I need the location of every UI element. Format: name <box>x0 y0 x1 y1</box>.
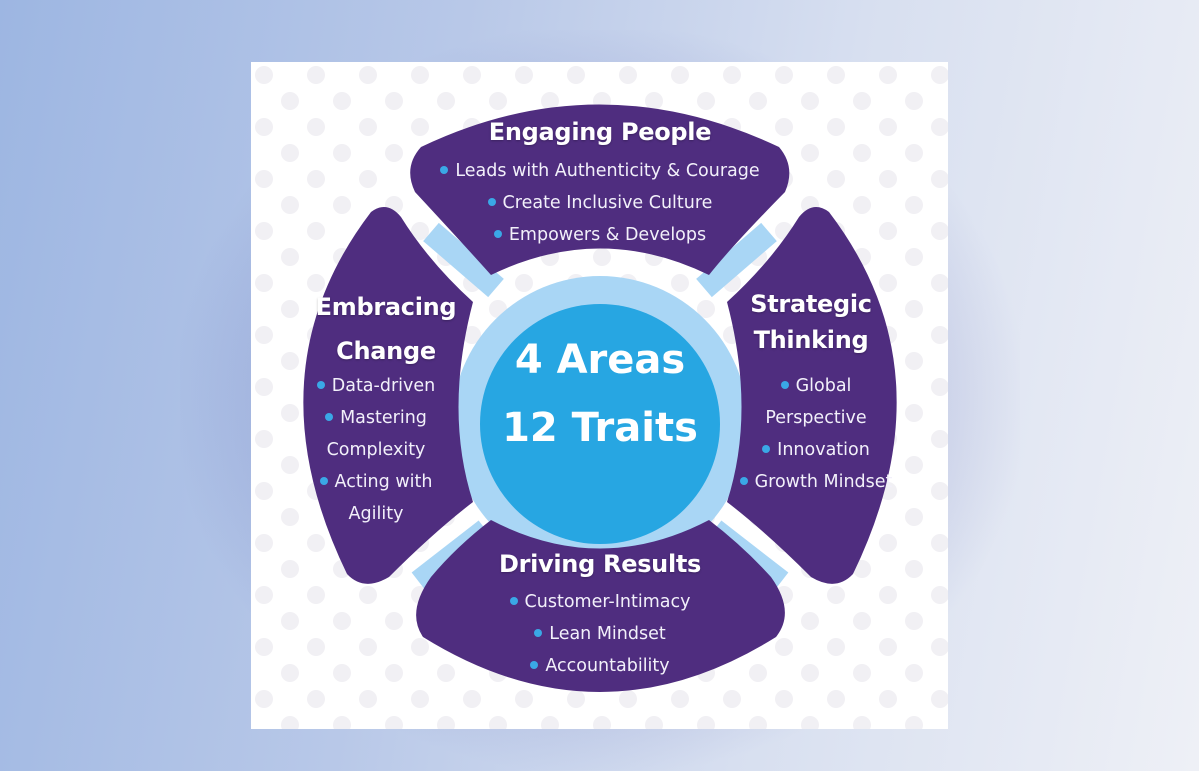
four-areas-diagram <box>303 104 897 692</box>
trait-item: Acting with <box>291 466 461 498</box>
area-title-driving-results: Driving Results <box>498 550 702 578</box>
trait-list-embracing-change: Data-driven Mastering Complexity Acting … <box>291 370 461 530</box>
trait-item: Accountability <box>450 650 750 682</box>
trait-list-strategic-thinking: Global Perspective Innovation Growth Min… <box>721 370 911 498</box>
bullet-dot <box>319 477 328 485</box>
trait-item-continued: Perspective <box>765 408 867 428</box>
bullet-dot <box>780 381 789 389</box>
connector-top-right <box>696 222 777 298</box>
trait-item: Data-driven <box>291 370 461 402</box>
petal-embracing-change <box>303 207 473 584</box>
center-areas-count: 4 Areas <box>514 337 686 383</box>
bullet-dot <box>487 198 496 206</box>
petal-driving-results <box>416 520 785 692</box>
bullet-dot <box>762 445 771 453</box>
trait-item-continued: Agility <box>348 504 404 524</box>
trait-list-engaging-people: Leads with Authenticity & Courage Create… <box>400 155 800 251</box>
diagram-card: 4 Areas 12 Traits Engaging People Leads … <box>251 62 948 729</box>
trait-item: Empowers & Develops <box>400 219 800 251</box>
area-title-strategic-thinking: Strategic Thinking <box>750 290 872 354</box>
bullet-dot <box>739 477 748 485</box>
bullet-dot <box>534 629 543 637</box>
bullet-dot <box>493 230 502 238</box>
trait-item: Leads with Authenticity & Courage <box>400 155 800 187</box>
petal-strategic-thinking <box>727 207 897 584</box>
trait-item-continued: Complexity <box>326 440 426 460</box>
bullet-dot <box>530 661 539 669</box>
bullet-dot <box>316 381 325 389</box>
trait-list-driving-results: Customer-Intimacy Lean Mindset Accountab… <box>450 586 750 682</box>
bullet-dot <box>325 413 334 421</box>
trait-item: Mastering <box>291 402 461 434</box>
bullet-dot <box>440 166 449 174</box>
petal-engaging-people <box>410 104 790 275</box>
trait-item: Global <box>721 370 911 402</box>
trait-item: Create Inclusive Culture <box>400 187 800 219</box>
center-traits-count: 12 Traits <box>502 405 698 451</box>
area-title-embracing-change: Embracing Change <box>315 293 457 365</box>
bullet-dot <box>509 597 518 605</box>
trait-item: Innovation <box>721 434 911 466</box>
trait-item: Growth Mindset <box>721 466 911 498</box>
area-title-engaging-people: Engaging People <box>488 118 712 146</box>
center-label: 4 Areas 12 Traits <box>480 326 720 462</box>
trait-item: Lean Mindset <box>450 618 750 650</box>
center-circle <box>480 304 720 544</box>
trait-item: Customer-Intimacy <box>450 586 750 618</box>
connector-top-left <box>423 222 504 298</box>
